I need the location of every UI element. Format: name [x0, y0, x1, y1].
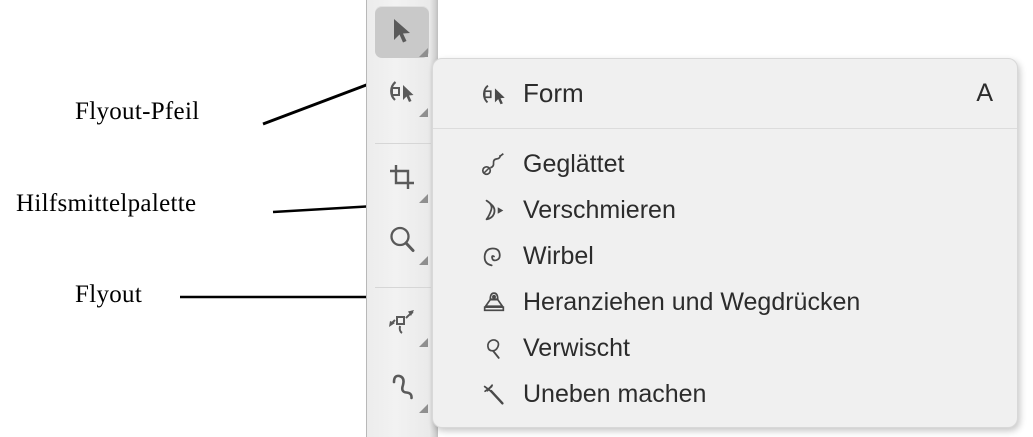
freehand-curve-icon — [373, 358, 431, 416]
tool-button-crop[interactable] — [373, 148, 431, 206]
flyout-triangle-icon[interactable] — [419, 194, 428, 203]
tool-button-transform[interactable] — [373, 292, 431, 350]
shape-node-icon — [479, 79, 509, 109]
flyout-header-shortcut: A — [976, 79, 993, 107]
flyout-triangle-icon[interactable] — [419, 256, 428, 265]
arrow-pointer-icon — [373, 2, 431, 60]
flyout-item-label: Verwischt — [523, 333, 630, 362]
flyout-item-uneben-machen[interactable]: Uneben machen — [433, 371, 1017, 417]
flyout-triangle-icon[interactable] — [419, 404, 428, 413]
flyout-item-label: Verschmieren — [523, 195, 676, 224]
swirl-icon — [479, 241, 509, 271]
smear-icon — [479, 195, 509, 225]
crop-icon — [373, 148, 431, 206]
flyout-header[interactable]: Form A — [433, 59, 1017, 129]
attract-icon — [479, 287, 509, 317]
palette-separator — [375, 143, 431, 144]
tool-button-zoom[interactable] — [373, 210, 431, 268]
flyout-item-verwischt[interactable]: Verwischt — [433, 325, 1017, 371]
annotation-label-hilfsmittelpalette: Hilfsmittelpalette — [16, 190, 197, 217]
flyout-triangle-icon[interactable] — [419, 108, 428, 117]
palette-separator — [375, 287, 431, 288]
flyout-item-label: Uneben machen — [523, 379, 707, 408]
annotation-label-flyout-pfeil: Flyout-Pfeil — [75, 98, 200, 125]
flyout-item-label: Heranziehen und Wegdrücken — [523, 287, 861, 316]
flyout-item-label: Geglättet — [523, 149, 625, 178]
tool-button-pick[interactable] — [373, 2, 431, 60]
flyout-triangle-icon[interactable] — [419, 338, 428, 347]
flyout-item-wirbel[interactable]: Wirbel — [433, 233, 1017, 279]
flyout-item-verschmieren[interactable]: Verschmieren — [433, 187, 1017, 233]
tool-palette[interactable] — [366, 0, 438, 437]
tool-button-shape[interactable] — [373, 62, 431, 120]
annotation-label-flyout: Flyout — [75, 281, 143, 308]
flyout-header-label: Form — [523, 78, 584, 108]
flyout-item-label: Wirbel — [523, 241, 594, 270]
flyout-item-list: Geglättet Verschmieren — [433, 129, 1017, 417]
flyout-panel[interactable]: Form A Geglättet — [432, 58, 1018, 428]
smudge-icon — [479, 333, 509, 363]
shape-node-icon — [373, 62, 431, 120]
magnifier-icon — [373, 210, 431, 268]
roughen-icon — [479, 379, 509, 409]
smooth-icon — [479, 149, 509, 179]
tool-button-curve[interactable] — [373, 358, 431, 416]
flyout-item-heranziehen-und-wegdruecken[interactable]: Heranziehen und Wegdrücken — [433, 279, 1017, 325]
flyout-item-geglaettet[interactable]: Geglättet — [433, 141, 1017, 187]
free-transform-icon — [373, 292, 431, 350]
flyout-triangle-icon[interactable] — [419, 48, 428, 57]
